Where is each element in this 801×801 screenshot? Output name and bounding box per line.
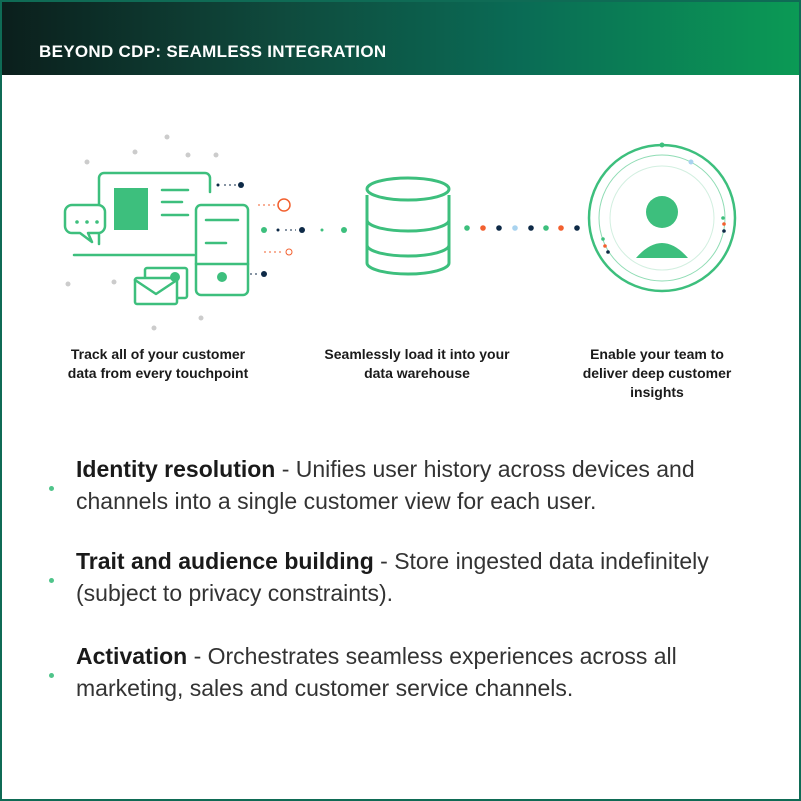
connector-dots [464, 225, 580, 231]
page-title: BEYOND CDP: SEAMLESS INTEGRATION [39, 42, 387, 61]
feature-identity-resolution: Identity resolution - Unifies user histo… [76, 453, 756, 517]
step-caption-enable: Enable your team to deliver deep custome… [582, 346, 732, 400]
bullet-dot [49, 673, 54, 678]
header-bar: BEYOND CDP: SEAMLESS INTEGRATION [2, 2, 799, 75]
step-caption-track: Track all of your customer data from eve… [67, 346, 249, 381]
data-flow-lines [216, 182, 347, 277]
customer-profile-icon [587, 142, 737, 293]
bullet-dot [49, 486, 54, 491]
devices-icon [63, 171, 250, 306]
feature-title: Identity resolution [76, 456, 276, 482]
scatter-dots [65, 134, 219, 331]
feature-title: Activation [76, 643, 188, 669]
feature-activation: Activation - Orchestrates seamless exper… [76, 640, 756, 704]
step-caption-load: Seamlessly load it into your data wareho… [324, 346, 510, 381]
feature-title: Trait and audience building [76, 548, 374, 574]
feature-text: - Store ingested data indefinitely (subj… [76, 548, 709, 606]
bullet-dot [49, 578, 54, 583]
database-icon [365, 176, 451, 276]
feature-text: - Orchestrates seamless experiences acro… [76, 643, 677, 701]
integration-diagram [63, 134, 737, 331]
feature-text: - Unifies user history across devices an… [76, 456, 695, 514]
feature-trait-audience: Trait and audience building - Store inge… [76, 545, 756, 609]
